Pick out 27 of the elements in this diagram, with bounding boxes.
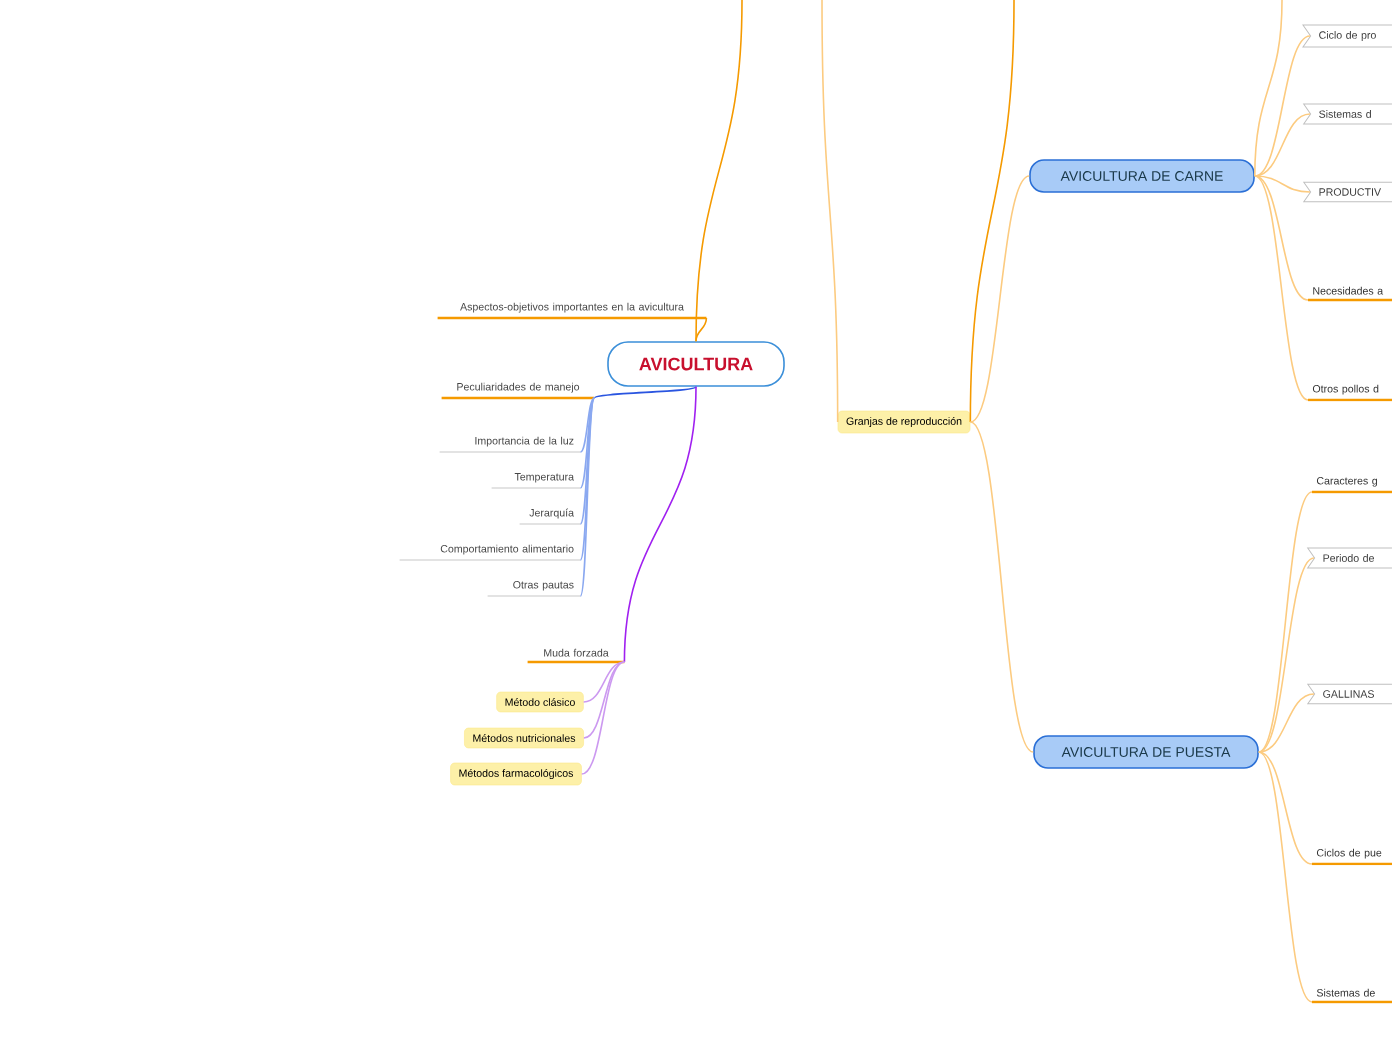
branch-line: [1254, 35, 1311, 177]
branch-line: [623, 386, 697, 663]
branch-line: [579, 397, 596, 525]
branch-line: [579, 397, 596, 597]
branch-line: [1254, 175, 1309, 401]
branch-line: [969, 0, 1015, 423]
branch-line: [821, 0, 839, 423]
branch-line: [695, 0, 743, 342]
branch-line: [579, 397, 596, 561]
branch-line: [1258, 557, 1315, 753]
branch-line: [579, 397, 596, 453]
branch-line: [1254, 175, 1311, 193]
branch-line: [1258, 491, 1313, 753]
branch-line: [695, 317, 708, 342]
branch-line: [969, 421, 1034, 753]
branch-line: [579, 397, 596, 489]
branch-line: [593, 386, 697, 399]
branch-line: [1258, 693, 1315, 753]
branch-line: [969, 175, 1030, 423]
branch-line: [1254, 113, 1311, 177]
branch-line: [580, 661, 626, 775]
root-topic: AVICULTURA: [607, 341, 785, 387]
branch-line: [1258, 751, 1313, 865]
branch-line: [1254, 175, 1309, 301]
branch-line: [582, 661, 626, 703]
branch-line: [1258, 751, 1313, 1003]
branch-line: [1254, 0, 1283, 177]
